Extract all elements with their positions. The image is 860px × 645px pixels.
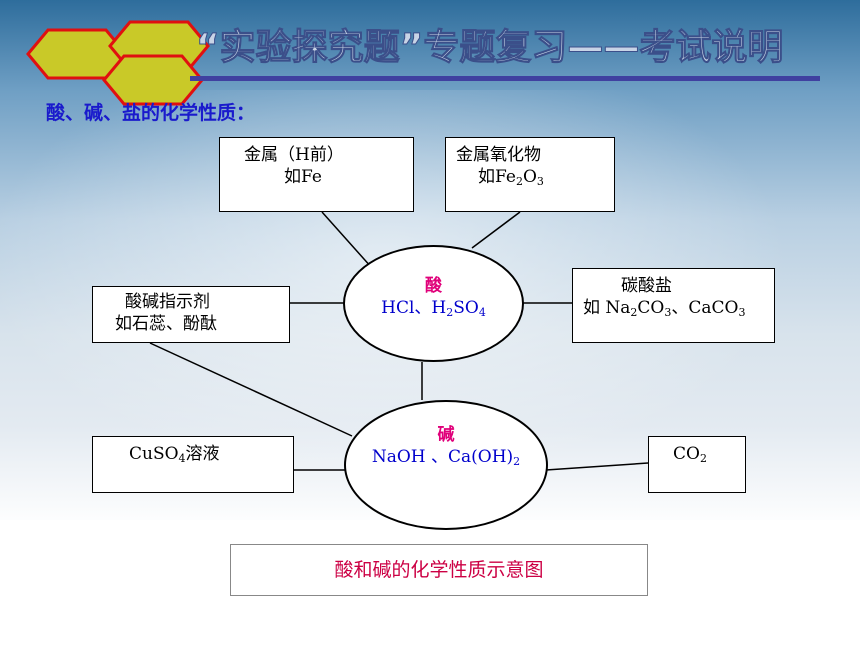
metal-line2: 如Fe [284, 167, 322, 187]
link-co2-base [545, 462, 649, 471]
co2-box: CO2 [648, 436, 746, 493]
cuso4-box: CuSO4溶液 [92, 436, 294, 493]
acid-node: 酸 HCl、H2SO4 [343, 245, 524, 362]
link-oxide-acid [471, 211, 521, 249]
base-node: 碱 NaOH 、Ca(OH)2 [344, 400, 548, 530]
hexagon-cluster-icon [26, 20, 210, 106]
section-subtitle: 酸、碱、盐的化学性质： [46, 102, 256, 124]
metal-oxide-box: 金属氧化物 如Fe2O3 [445, 137, 615, 212]
cuso4-label: CuSO4溶液 [129, 444, 220, 465]
metal-box: 金属（H前） 如Fe [219, 137, 414, 212]
carbonate-line1: 碳酸盐 [621, 276, 672, 296]
acid-formula: HCl、H2SO4 [381, 298, 486, 319]
link-indicator-base [149, 342, 353, 437]
acid-title: 酸 [425, 276, 442, 296]
page-title: “实验探究题”专题复习——考试说明 [195, 27, 784, 69]
base-formula: NaOH 、Ca(OH)2 [371, 447, 521, 468]
carbonate-box: 碳酸盐 如 Na2CO3、CaCO3 [572, 268, 775, 343]
title-underline [190, 76, 820, 81]
link-metal-acid [321, 211, 373, 269]
metal-oxide-line2: 如Fe2O3 [478, 167, 544, 188]
carbonate-line2: 如 Na2CO3、CaCO3 [583, 298, 746, 319]
indicator-line1: 酸碱指示剂 [125, 292, 210, 312]
indicator-box: 酸碱指示剂 如石蕊、酚酞 [92, 286, 290, 343]
metal-line1: 金属（H前） [244, 145, 344, 165]
indicator-line2: 如石蕊、酚酞 [115, 314, 217, 334]
base-title: 碱 [437, 425, 455, 445]
diagram-caption: 酸和碱的化学性质示意图 [230, 544, 648, 596]
co2-label: CO2 [673, 444, 707, 465]
metal-oxide-line1: 金属氧化物 [456, 145, 541, 165]
